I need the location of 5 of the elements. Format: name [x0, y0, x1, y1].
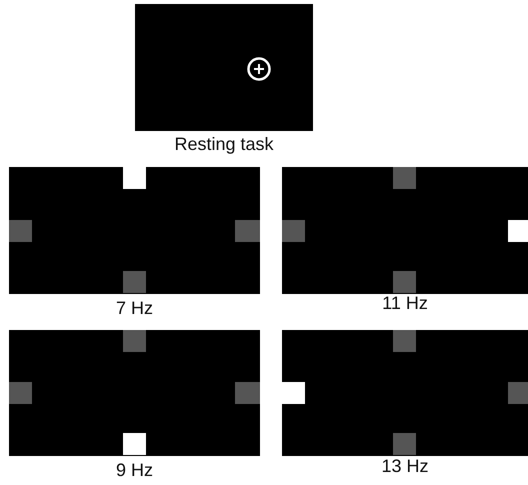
panel-caption: 9 Hz [114, 460, 154, 481]
panel-caption: 13 Hz [380, 456, 430, 477]
panel-caption: 7 Hz [114, 298, 154, 319]
panel-caption: 11 Hz [381, 293, 429, 314]
panel-caption: Resting task [173, 134, 275, 155]
